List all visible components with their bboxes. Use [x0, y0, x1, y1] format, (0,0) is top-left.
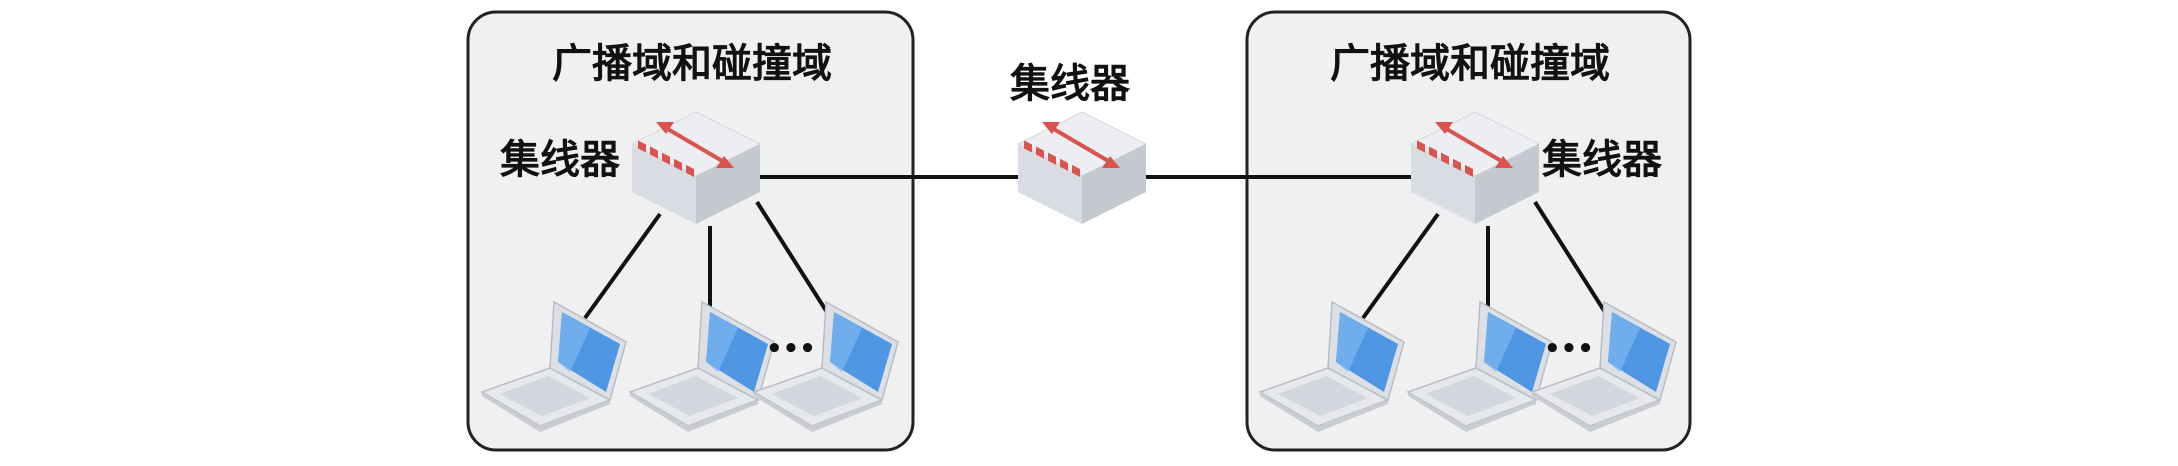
link-right-hub-laptop-3: [1533, 200, 1612, 322]
center-hub-label: 集线器: [1010, 61, 1130, 107]
right-ellipsis: •••: [1544, 334, 1594, 364]
left-hub-label: 集线器: [500, 137, 620, 183]
left-domain-title: 广播域和碰撞域: [552, 41, 832, 87]
link-right-hub-laptop-1: [1361, 212, 1440, 320]
right-hub-label: 集线器: [1542, 137, 1662, 183]
link-left-hub-laptop-3: [755, 200, 834, 322]
hub-icon: [1016, 110, 1148, 226]
right-domain-title: 广播域和碰撞域: [1330, 41, 1610, 87]
left-ellipsis: •••: [766, 334, 816, 364]
link-left-hub-laptop-1: [583, 212, 662, 320]
